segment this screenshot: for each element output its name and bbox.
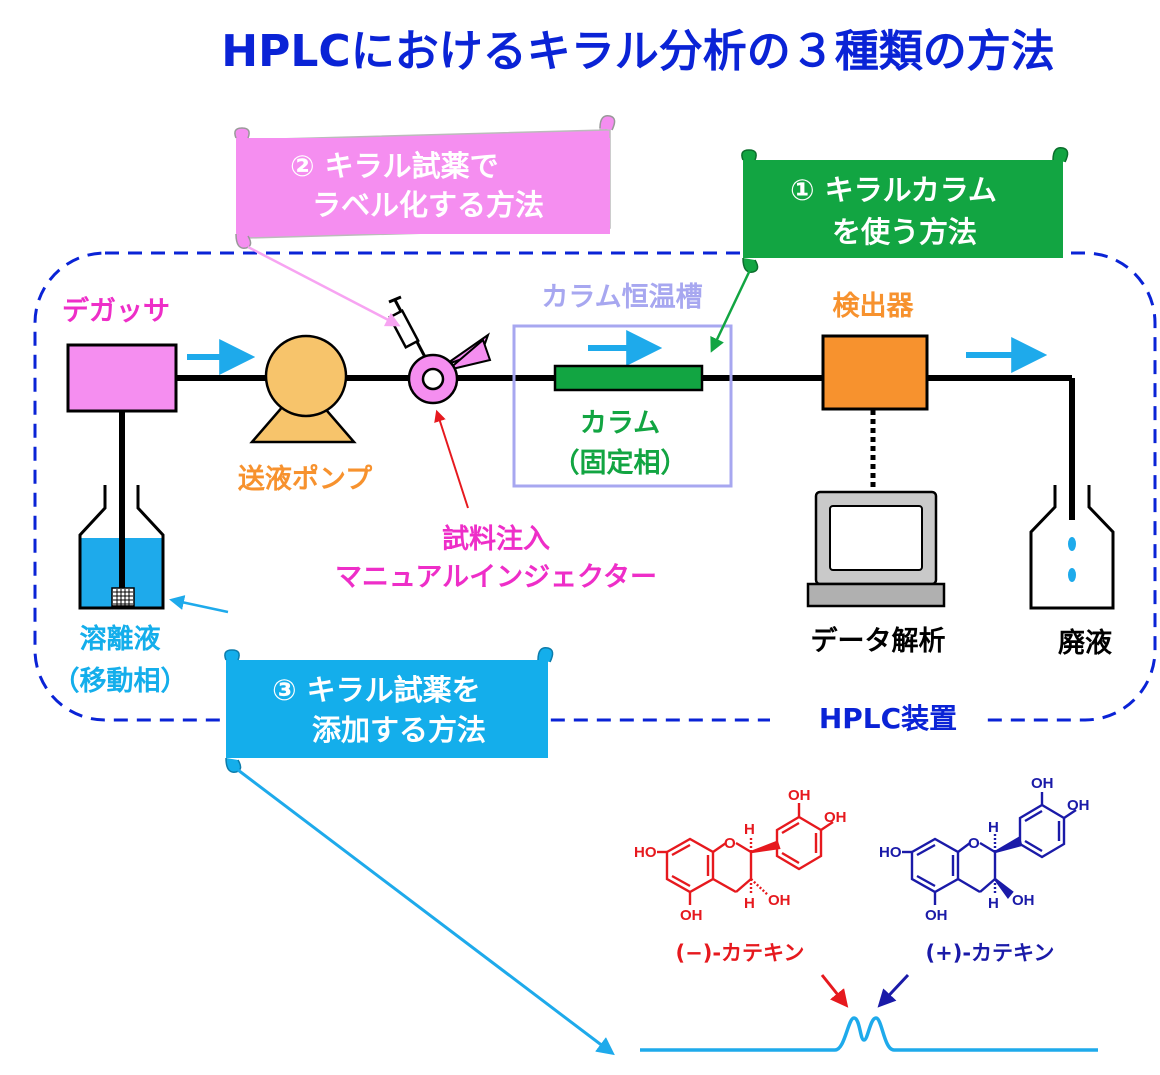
minus-catechin-structure xyxy=(657,803,834,905)
chromatogram-trace xyxy=(640,1016,1098,1052)
banner-column-method: ① キラルカラム を使う方法 xyxy=(741,147,1069,273)
atom-label: H xyxy=(744,821,755,838)
atom-label: OH xyxy=(768,892,791,909)
column-oven-label: カラム恒温槽 xyxy=(541,282,702,313)
banner-additive-method: ③ キラル試薬を 添加する方法 xyxy=(224,647,554,773)
minus-catechin-name: (−)-カテキン xyxy=(676,941,805,965)
monitor-icon xyxy=(806,490,946,608)
detector-box xyxy=(821,334,929,411)
hplc-device-border xyxy=(33,251,1157,722)
detector-label: 検出器 xyxy=(833,291,915,322)
injector-label-line2: マニュアルインジェクター xyxy=(335,562,657,593)
data-analysis-label: データ解析 xyxy=(811,625,946,657)
column-icon xyxy=(553,364,704,392)
page-title: HPLCにおけるキラル分析の３種類の方法 xyxy=(221,26,1054,77)
atom-label: HO xyxy=(634,844,657,861)
atom-label: H xyxy=(988,895,999,912)
atom-label: H xyxy=(988,819,999,836)
plus-catechin-name: (+)-カテキン xyxy=(926,941,1055,965)
minus-peak-arrow xyxy=(820,974,849,1008)
eluent-bottle xyxy=(78,485,165,610)
additive-method-pointer-eluent xyxy=(169,595,229,614)
atom-label: H xyxy=(744,895,755,912)
atom-label: OH xyxy=(1012,892,1035,909)
pump-icon xyxy=(264,334,348,418)
eluent-label: 溶離液 xyxy=(80,623,161,655)
column-method-pointer xyxy=(710,269,752,353)
plus-peak-arrow xyxy=(877,973,910,1008)
banner-label-method-line2: ラベル化する方法 xyxy=(312,188,544,222)
atom-label: O xyxy=(724,835,736,852)
atom-label: OH xyxy=(1067,797,1090,814)
hplc-device-label: HPLC装置 xyxy=(819,702,957,735)
hplc-label-bg xyxy=(770,700,980,736)
injector-pointer-arrow xyxy=(434,409,469,509)
stationary-phase-label: （固定相） xyxy=(553,447,688,479)
banner-label-method-line1: ② キラル試薬で xyxy=(290,149,499,183)
additive-method-pointer-chromatogram xyxy=(237,768,615,1056)
atom-label: HO xyxy=(879,844,902,861)
degasser-box xyxy=(66,343,178,413)
atom-label: OH xyxy=(788,787,811,804)
banner-additive-method-line1: ③ キラル試薬を xyxy=(272,673,481,707)
banner-column-method-line2: を使う方法 xyxy=(832,215,977,249)
waste-label: 廃液 xyxy=(1058,627,1112,659)
filter-icon xyxy=(111,587,135,607)
atom-label: OH xyxy=(824,809,847,826)
label-method-pointer xyxy=(247,245,401,327)
waste-bottle xyxy=(1029,485,1115,610)
drop-icon xyxy=(1068,537,1076,551)
atom-label: OH xyxy=(925,907,948,924)
atom-label: O xyxy=(968,835,980,852)
column-oven-box xyxy=(512,324,733,488)
column-label: カラム xyxy=(580,408,660,439)
syringe-icon xyxy=(388,295,427,358)
atom-label: OH xyxy=(1031,775,1054,792)
banner-column-method-line1: ① キラルカラム xyxy=(790,173,997,207)
atom-label: OH xyxy=(680,907,703,924)
banner-additive-method-line2: 添加する方法 xyxy=(312,713,486,747)
drop-icon xyxy=(1068,568,1076,582)
pump-label: 送液ポンプ xyxy=(238,464,373,495)
degasser-label: デガッサ xyxy=(62,295,170,327)
mobile-phase-label: （移動相） xyxy=(53,666,188,697)
injector-label-line1: 試料注入 xyxy=(442,523,550,555)
plus-catechin-structure xyxy=(902,792,1077,905)
banner-label-method: ② キラル試薬で ラベル化する方法 xyxy=(234,115,616,249)
